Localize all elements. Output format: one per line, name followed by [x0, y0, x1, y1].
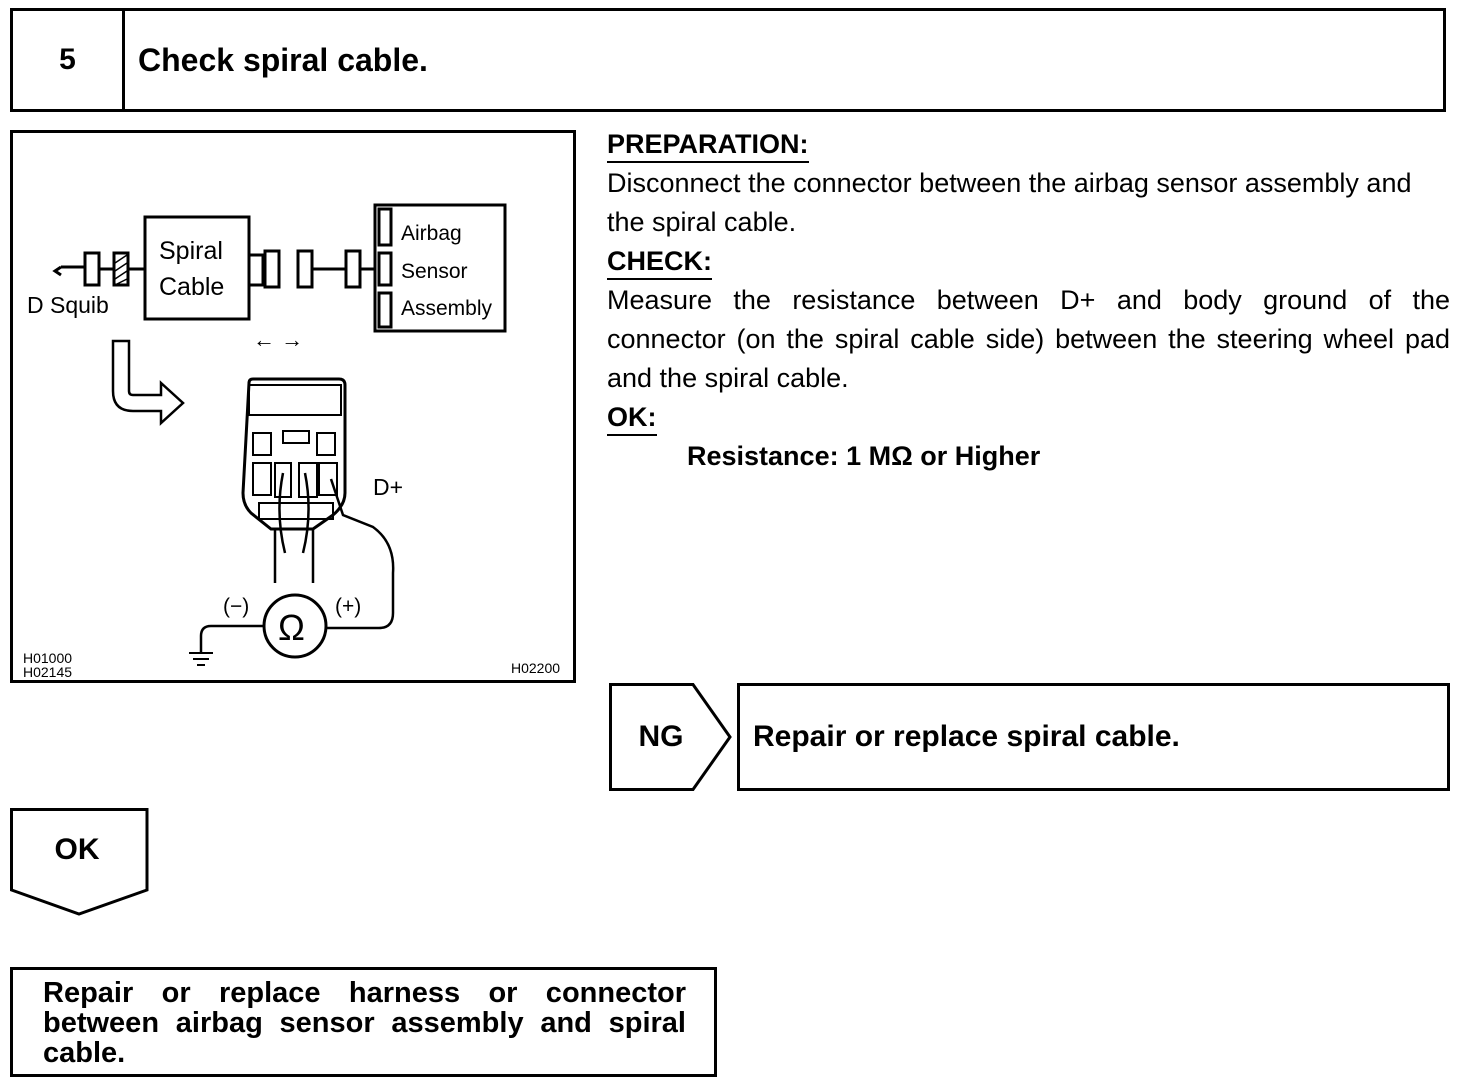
spiral-cable-box [143, 215, 251, 321]
figure-code-c: H02200 [511, 660, 560, 676]
d-squib-label: D Squib [27, 292, 109, 318]
ng-action-box: Repair or replace spiral cable. [737, 683, 1450, 791]
squib-connector [83, 251, 101, 287]
spiral-label-2: Cable [159, 273, 224, 301]
connector-face [241, 377, 347, 531]
sensor-side-connector [296, 249, 314, 289]
check-heading: CHECK: [607, 245, 712, 280]
ng-label: NG [638, 720, 684, 753]
step-title: Check spiral cable. [138, 41, 428, 78]
bent-arrow [111, 339, 185, 426]
preparation-heading: PREPARATION: [607, 128, 809, 163]
assembly-label: Assembly [401, 297, 493, 320]
ok-heading: OK: [607, 401, 657, 436]
preparation-text: Disconnect the connector between the air… [607, 168, 1412, 237]
ok-label: OK [54, 833, 100, 866]
plus-label: (+) [335, 595, 361, 618]
ng-action-text: Repair or replace spiral cable. [753, 720, 1180, 753]
ok-spec: Resistance: 1 MΩ or Higher [687, 441, 1041, 471]
figure-code-b: H02145 [23, 664, 72, 680]
ok-action-text: Repair or replace harness or connector b… [43, 977, 686, 1069]
check-text: Measure the resistance between D+ and bo… [607, 285, 1450, 393]
movement-arrows: ← → [253, 327, 303, 352]
ok-action-box: Repair or replace harness or connector b… [10, 967, 717, 1077]
airbag-label: Airbag [401, 222, 462, 245]
instructions: PREPARATION: Disconnect the connector be… [607, 125, 1450, 476]
step-header: 5 Check spiral cable. [10, 8, 1446, 112]
ok-tag [10, 808, 149, 916]
airbag-sensor-assembly-box [373, 203, 507, 333]
ng-tag [609, 683, 732, 791]
spiral-label-1: Spiral [159, 237, 223, 265]
d-plus-label: D+ [373, 474, 403, 500]
minus-label: (−) [223, 595, 249, 618]
ohm-symbol: Ω [278, 607, 305, 648]
step-number: 5 [13, 11, 125, 109]
figure-code-a: H01000 [23, 650, 72, 666]
wiring-diagram: Spiral Cable D Squib Airbag Sensor Assem… [23, 203, 560, 680]
wiring-figure: Spiral Cable D Squib Airbag Sensor Assem… [10, 130, 576, 683]
spiral-side-connector [263, 249, 281, 289]
sensor-label: Sensor [401, 260, 468, 283]
